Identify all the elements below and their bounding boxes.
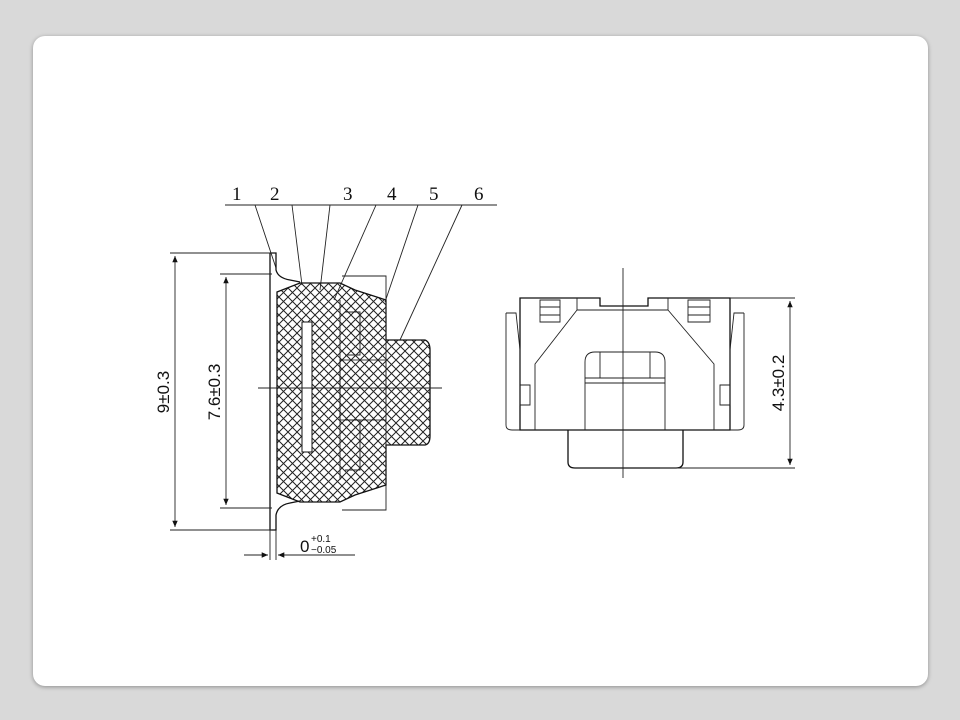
actuator-front	[584, 351, 666, 430]
offset-minus: −0.05	[311, 545, 337, 556]
dimension-offset: 0 +0.1 −0.05	[244, 530, 355, 560]
dimension-label-7-6: 7.6±0.3	[205, 364, 224, 421]
offset-plus: +0.1	[311, 534, 331, 545]
side-body	[519, 297, 731, 431]
callout-1: 1	[232, 184, 242, 205]
membrane	[301, 321, 313, 453]
side-slots	[539, 299, 711, 323]
callout-4: 4	[387, 184, 397, 205]
actuator-bottom	[567, 430, 684, 469]
dimension-inner-height: 7.6±0.3	[205, 273, 272, 509]
offset-base: 0	[300, 537, 309, 556]
drawing-card	[33, 36, 928, 686]
metal-plate	[269, 252, 301, 531]
callout-leaders	[254, 204, 463, 341]
side-view: 4.3±0.2	[505, 268, 795, 478]
callout-2: 2	[270, 184, 280, 205]
callout-6: 6	[474, 184, 484, 205]
dimension-label-9: 9±0.3	[154, 371, 173, 413]
left-clip	[505, 312, 531, 431]
side-chamfer	[534, 298, 715, 430]
right-clip	[719, 312, 745, 431]
dimension-overall-height: 9±0.3	[154, 252, 272, 531]
section-view: 1 2 3 4 5 6 9±0.3 7.6±0.3	[154, 184, 497, 560]
hatched-body	[276, 282, 431, 503]
dimension-label-4-3: 4.3±0.2	[769, 355, 788, 412]
callout-3: 3	[343, 184, 353, 205]
housing-outline	[342, 275, 387, 511]
callout-5: 5	[429, 184, 439, 205]
